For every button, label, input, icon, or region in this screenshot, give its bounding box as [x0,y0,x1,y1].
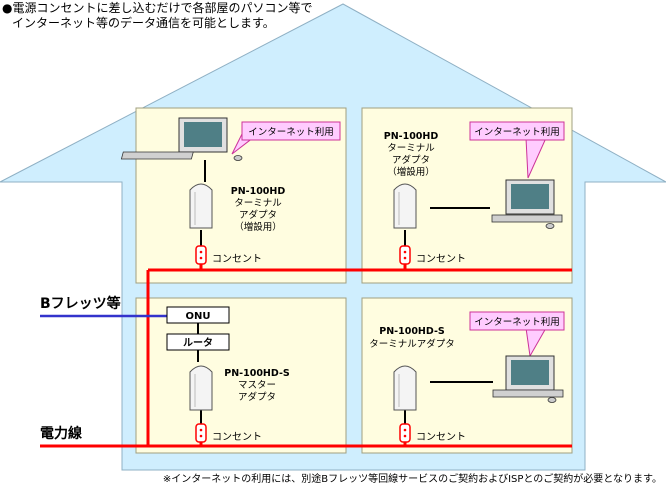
outlet-bottom-right [399,423,411,443]
pc-top-left [120,117,243,161]
room-bottom-left [135,297,347,454]
header-line-2: インターネット等のデータ通信を可能とします。 [12,15,275,30]
footnote: ※インターネットの利用には、別途Bフレッツ等回線サービスのご契約およびISPとの… [163,472,662,485]
callout-top-left: インターネット利用 [231,121,341,155]
device-desc-top-left-2: アダプタ [239,209,277,221]
device-model-bottom-left: PN-100HD-S [224,368,290,379]
router-label: ルータ [183,337,213,349]
power-line-label: 電力線 [40,425,82,442]
adapter-top-right [393,183,417,229]
adapter-bottom-left [189,365,213,411]
device-desc-top-right-1: ターミナル [387,143,435,154]
outlet-top-right [399,245,411,265]
callout-top-right: インターネット利用 [469,121,565,179]
device-desc-top-left-1: ターミナル [234,198,282,209]
lan-cables [197,160,493,424]
flets-label: Bフレッツ等 [40,295,121,312]
device-desc-bottom-left-1: マスター [238,380,276,391]
pc-bottom-right [492,355,564,403]
device-model-top-left: PN-100HD [231,186,286,197]
adapter-top-left [189,183,213,229]
pc-top-right [491,179,563,229]
device-desc-bottom-left-2: アダプタ [238,391,276,403]
outlet-label-bottom-right: コンセント [416,431,466,443]
header-line-1: ●電源コンセントに差し込むだけで各部屋のパソコン等で [2,0,312,15]
device-desc-top-right-3: （増設用） [387,166,435,178]
device-desc-bottom-right-1: ターミナルアダプタ [369,338,455,350]
adapter-bottom-right [393,365,417,411]
callout-bottom-right: インターネット利用 [469,311,565,358]
device-model-top-right: PN-100HD [384,131,439,142]
outlet-label-bottom-left: コンセント [212,431,262,443]
outlet-label-top-left: コンセント [212,253,262,265]
outlet-bottom-left [195,423,207,443]
power-line-network [40,262,572,448]
outlet-label-top-right: コンセント [416,253,466,265]
callout-bottom-right-text: インターネット利用 [474,316,560,328]
onu-label: ONU [186,311,211,322]
callout-top-left-text: インターネット利用 [248,126,334,138]
onu-box [166,306,230,324]
device-model-bottom-right: PN-100HD-S [379,326,445,337]
router-box [166,333,230,351]
device-desc-top-left-3: （増設用） [234,221,282,233]
callout-top-right-text: インターネット利用 [474,126,560,138]
outlet-top-left [195,245,207,265]
device-desc-top-right-2: アダプタ [392,154,430,166]
